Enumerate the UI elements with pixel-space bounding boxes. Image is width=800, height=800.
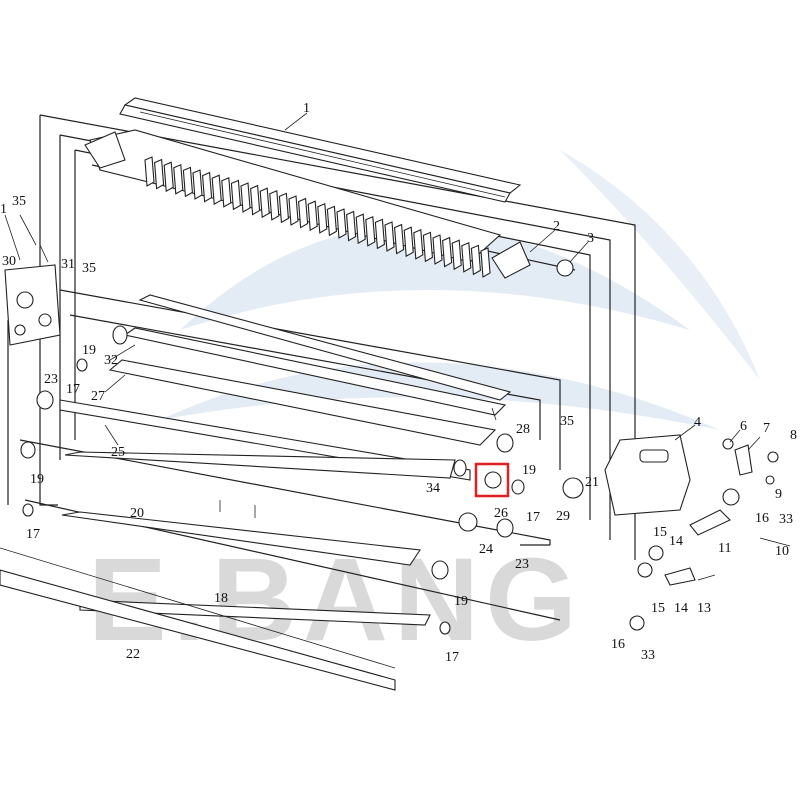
callout-35c: 35 xyxy=(560,414,574,429)
comb-finger xyxy=(259,187,270,219)
callout-19d: 19 xyxy=(454,594,468,609)
callout-34: 34 xyxy=(426,481,440,496)
callout-19a: 19 xyxy=(82,343,96,358)
leader-lines xyxy=(4,112,761,451)
top-rail xyxy=(119,97,522,203)
callout-13: 13 xyxy=(697,601,711,616)
comb-finger xyxy=(269,189,280,221)
comb-finger xyxy=(240,182,251,213)
comb-finger xyxy=(288,195,299,226)
left-side-plate xyxy=(4,264,61,346)
comb-assembly xyxy=(84,129,531,279)
comb-finger xyxy=(202,171,213,203)
callout-9: 9 xyxy=(775,487,782,502)
callout-28: 28 xyxy=(516,422,530,437)
callout-1b: 1 xyxy=(0,202,7,217)
comb-finger xyxy=(365,215,376,247)
comb-finger xyxy=(355,213,366,245)
comb-finger xyxy=(298,197,309,229)
comb-finger xyxy=(422,231,433,263)
bearings-and-gears xyxy=(20,259,779,635)
comb-finger xyxy=(211,174,222,206)
callout-3: 3 xyxy=(587,231,594,246)
callout-1: 1 xyxy=(303,101,310,116)
comb-finger xyxy=(278,192,289,224)
callout-14b: 14 xyxy=(674,601,688,616)
comb-finger xyxy=(336,208,347,239)
bottom-blade xyxy=(0,547,396,691)
comb-finger xyxy=(442,236,453,268)
callout-15b: 15 xyxy=(651,601,665,616)
callout-7: 7 xyxy=(763,421,770,436)
callout-19b: 19 xyxy=(30,472,44,487)
callout-35b: 35 xyxy=(82,261,96,276)
right-side-plate xyxy=(604,434,791,586)
comb-finger xyxy=(144,156,155,187)
comb-finger xyxy=(317,202,328,234)
callout-32: 32 xyxy=(104,353,118,368)
callout-4: 4 xyxy=(694,415,701,430)
comb-finger xyxy=(173,163,184,195)
comb-finger xyxy=(451,239,462,271)
comb-finger xyxy=(250,184,261,216)
comb-finger xyxy=(480,247,491,278)
callout-17d: 17 xyxy=(445,650,459,665)
callout-19c: 19 xyxy=(522,463,536,478)
callout-20: 20 xyxy=(130,506,144,521)
callout-8: 8 xyxy=(790,428,797,443)
comb-finger xyxy=(394,223,405,255)
watermark-text: E.BANG xyxy=(88,534,583,666)
callout-33b: 33 xyxy=(641,648,655,663)
callout-11: 11 xyxy=(718,541,731,556)
callout-22: 22 xyxy=(126,647,140,662)
callout-16b: 16 xyxy=(611,637,625,652)
callout-10: 10 xyxy=(775,544,789,559)
highlight-box xyxy=(474,462,510,498)
comb-finger xyxy=(346,210,357,242)
callout-24: 24 xyxy=(479,542,493,557)
comb-finger xyxy=(413,228,424,260)
callout-25: 25 xyxy=(111,445,125,460)
comb-finger xyxy=(307,200,318,232)
callout-16a: 16 xyxy=(755,511,769,526)
comb-finger xyxy=(182,166,193,198)
callout-17a: 17 xyxy=(66,382,80,397)
callout-18: 18 xyxy=(214,591,228,606)
callout-6: 6 xyxy=(740,419,747,434)
callout-14a: 14 xyxy=(669,534,683,549)
comb-finger xyxy=(230,179,241,211)
comb-finger xyxy=(163,161,174,193)
callout-35a: 35 xyxy=(12,194,26,209)
comb-finger xyxy=(470,244,481,276)
comb-finger xyxy=(403,226,414,258)
callout-17c: 17 xyxy=(526,510,540,525)
comb-finger xyxy=(221,176,232,208)
comb-finger xyxy=(326,205,337,237)
callout-26: 26 xyxy=(494,506,508,521)
callout-29: 29 xyxy=(556,509,570,524)
callout-17b: 17 xyxy=(26,527,40,542)
callout-labels: 1 2 3 4 6 7 8 9 10 11 13 14 14 15 15 16 … xyxy=(0,101,797,665)
callout-2: 2 xyxy=(553,219,560,234)
callout-30: 30 xyxy=(2,254,16,269)
callout-33a: 33 xyxy=(779,512,793,527)
callout-15a: 15 xyxy=(653,525,667,540)
callout-23b: 23 xyxy=(515,557,529,572)
comb-finger xyxy=(192,169,203,200)
callout-31: 31 xyxy=(61,257,75,272)
callout-27: 27 xyxy=(91,389,105,404)
comb-finger xyxy=(461,241,472,273)
rollers xyxy=(59,294,512,626)
comb-finger xyxy=(154,158,165,190)
comb-finger xyxy=(432,234,443,265)
comb-finger xyxy=(374,218,385,250)
callout-23a: 23 xyxy=(44,372,58,387)
comb-finger xyxy=(384,221,395,252)
callout-21: 21 xyxy=(585,475,599,490)
